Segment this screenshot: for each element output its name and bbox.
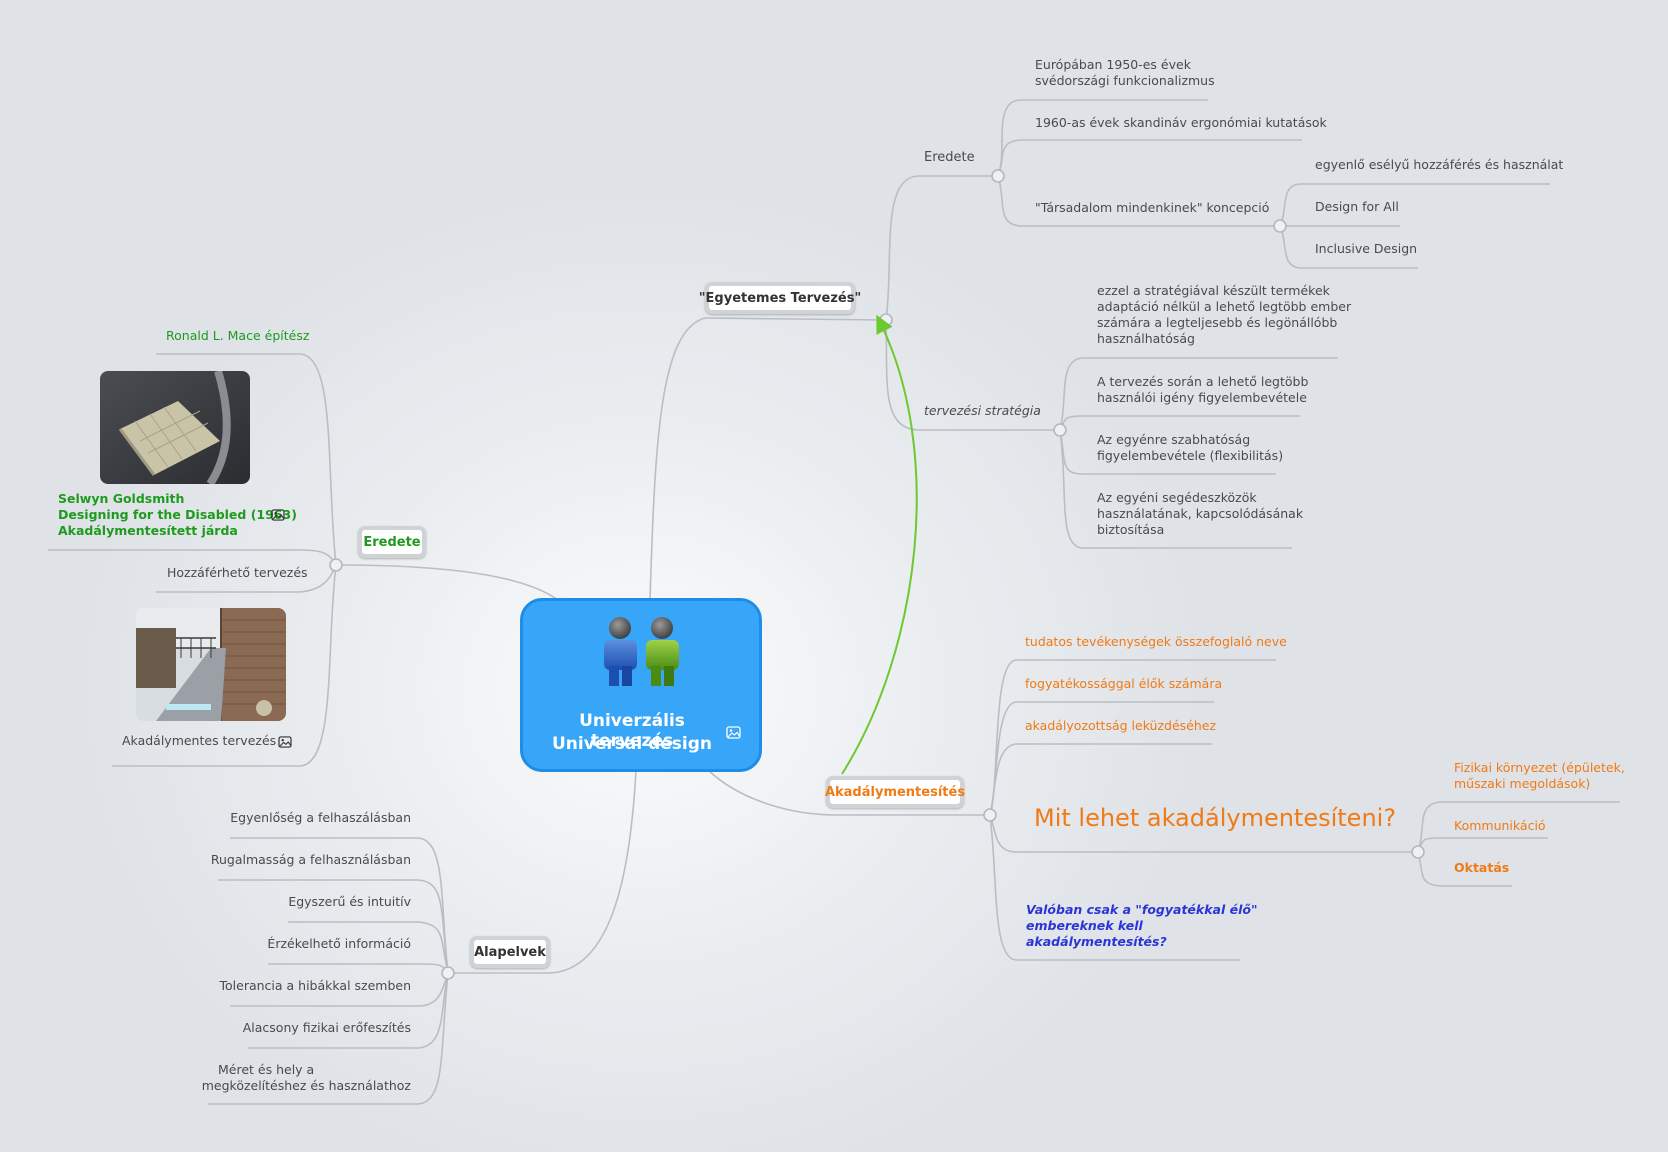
central-title-1: Univerzális tervezés xyxy=(579,711,685,751)
alapelv-7-line-1[interactable]: Méret és hely a xyxy=(218,1062,315,1077)
strategia-item-2-line-2[interactable]: használói igény figyelembevétele xyxy=(1097,390,1307,405)
strategia-item-4-line-2[interactable]: használatának, kapcsolódásának xyxy=(1097,506,1304,521)
node-egyetemes-tervezes[interactable]: "Egyetemes Tervezés" xyxy=(699,282,861,314)
mit-child-1-line-2[interactable]: műszaki megoldások) xyxy=(1454,776,1591,791)
two-people-icon xyxy=(604,617,679,686)
goldsmith-line-3[interactable]: Akadálymentesített járda xyxy=(58,523,238,538)
mit-child-2[interactable]: Kommunikáció xyxy=(1454,818,1546,833)
akadaly-item-2[interactable]: fogyatékossággal élők számára xyxy=(1025,676,1223,691)
image-icon[interactable] xyxy=(726,726,741,739)
skandinav-text[interactable]: 1960-as évek skandináv ergonómiai kutatá… xyxy=(1035,115,1327,130)
tarsadalom-child-2[interactable]: Design for All xyxy=(1315,199,1399,214)
sidewalk-photo xyxy=(100,371,250,484)
strategia-item-4-line-1[interactable]: Az egyéni segédeszközök xyxy=(1097,490,1257,505)
node-alapelvek[interactable]: Alapelvek xyxy=(470,936,550,968)
strategia-item-1-line-2[interactable]: adaptáció nélkül a lehető legtöbb ember xyxy=(1097,299,1352,314)
image-icon[interactable] xyxy=(278,736,292,748)
question-line-1[interactable]: Valóban csak a "fogyatékkal élő" xyxy=(1026,902,1258,917)
strategia-item-1-line-3[interactable]: számára a legteljesebb és legönállóbb xyxy=(1097,315,1338,330)
alapelv-3[interactable]: Egyszerű és intuitív xyxy=(288,894,411,909)
alapelv-1[interactable]: Egyenlőség a felhaszálásban xyxy=(230,810,411,825)
tarsadalom-child-3[interactable]: Inclusive Design xyxy=(1315,241,1418,256)
relation-arrow xyxy=(841,314,918,775)
ramp-photo xyxy=(136,608,286,721)
eredete-right-label[interactable]: Eredete xyxy=(924,150,975,165)
question-line-2[interactable]: embereknek kell xyxy=(1026,918,1143,933)
alapelv-7-line-2[interactable]: megközelítéshez és használathoz xyxy=(201,1078,411,1093)
europa-line-2[interactable]: svédországi funkcionalizmus xyxy=(1035,73,1215,88)
strategia-item-3-line-1[interactable]: Az egyénre szabhatóság xyxy=(1097,432,1251,447)
akadaly-item-3[interactable]: akadályozottság leküzdéséhez xyxy=(1025,718,1217,733)
akadalymentes-tervezes-text[interactable]: Akadálymentes tervezés xyxy=(122,733,277,748)
goldsmith-line-1[interactable]: Selwyn Goldsmith xyxy=(58,491,185,506)
node-akadalymentesites[interactable]: Akadálymentesítés xyxy=(825,776,965,808)
alapelv-4[interactable]: Érzékelhető információ xyxy=(267,936,411,951)
mace-text[interactable]: Ronald L. Mace építész xyxy=(166,328,310,343)
node-eredete-left[interactable]: Eredete xyxy=(358,526,426,558)
alapelv-2[interactable]: Rugalmasság a felhasználásban xyxy=(210,852,411,867)
tarsadalom-text[interactable]: "Társadalom mindenkinek" koncepció xyxy=(1035,200,1270,215)
strategia-item-1-line-1[interactable]: ezzel a stratégiával készült termékek xyxy=(1097,283,1330,298)
central-title-2: Universal design xyxy=(552,734,712,754)
europa-line-1[interactable]: Európában 1950-es évek xyxy=(1035,57,1191,72)
mit-child-3[interactable]: Oktatás xyxy=(1454,860,1510,875)
strategia-label[interactable]: tervezési stratégia xyxy=(924,403,1041,418)
mit-lehet-heading[interactable]: Mit lehet akadálymentesíteni? xyxy=(1034,804,1397,832)
question-line-3[interactable]: akadálymentesítés? xyxy=(1026,934,1167,949)
tarsadalom-child-1[interactable]: egyenlő esélyű hozzáférés és használat xyxy=(1315,157,1564,172)
alapelv-6[interactable]: Alacsony fizikai erőfeszítés xyxy=(242,1020,411,1035)
mit-child-1-line-1[interactable]: Fizikai környezet (épületek, xyxy=(1454,760,1625,775)
strategia-item-4-line-3[interactable]: biztosítása xyxy=(1097,522,1165,537)
central-node[interactable]: Univerzális tervezés Universal design xyxy=(520,598,762,772)
hozzaferheto-text[interactable]: Hozzáférhető tervezés xyxy=(167,565,308,580)
akadaly-item-1[interactable]: tudatos tevékenységek összefoglaló neve xyxy=(1025,634,1287,649)
strategia-item-1-line-4[interactable]: használhatóság xyxy=(1097,331,1195,346)
strategia-item-3-line-2[interactable]: figyelembevétele (flexibilitás) xyxy=(1097,448,1284,463)
image-icon[interactable] xyxy=(271,509,285,521)
alapelv-5[interactable]: Tolerancia a hibákkal szemben xyxy=(219,978,412,993)
goldsmith-line-2[interactable]: Designing for the Disabled (1963) xyxy=(58,507,297,522)
strategia-item-2-line-1[interactable]: A tervezés során a lehető legtöbb xyxy=(1097,374,1309,389)
